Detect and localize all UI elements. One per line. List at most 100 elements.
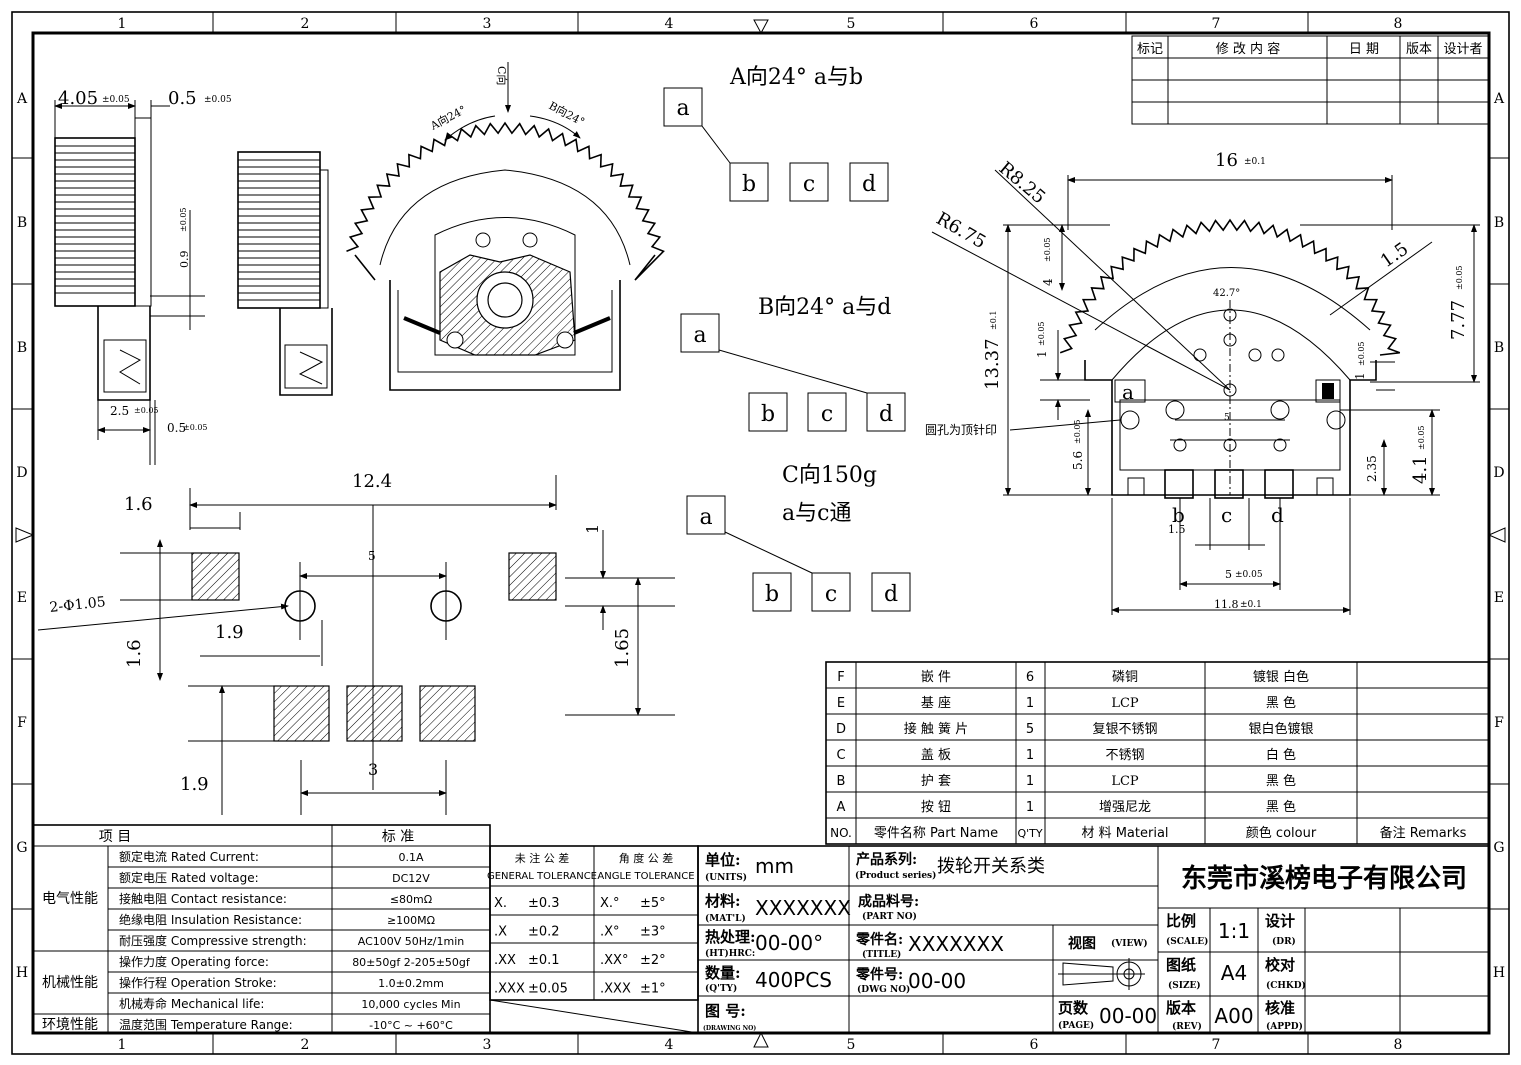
spec-item: 接触电阻 Contact resistance:	[119, 891, 287, 906]
page-en: (PAGE)	[1058, 1020, 1094, 1031]
frame-row-label: H	[16, 965, 28, 981]
switch-diagram-a: A向24° a与b a b c d	[663, 65, 889, 202]
units-value: mm	[755, 854, 794, 878]
dim-2-35: 2.35	[1365, 455, 1379, 482]
frame-col-label: 2	[301, 1037, 310, 1053]
spec-value: ≥100MΩ	[387, 914, 435, 927]
parts-color: 黑 色	[1266, 695, 1296, 711]
tol-angle-key: X.°	[600, 896, 620, 911]
frame-row-label: B	[1494, 215, 1504, 231]
spec-item: 操作行程 Operation Stroke:	[119, 975, 277, 990]
dim-1-65: 1.65	[612, 628, 633, 668]
series-cn: 产品系列:	[856, 851, 917, 868]
dim-r6-75: R6.75	[933, 208, 990, 253]
pin-d: d	[879, 402, 893, 427]
pin-a: a	[699, 505, 712, 530]
dim-1-tol: ±0.05	[1037, 321, 1046, 346]
material-value: XXXXXXX	[755, 896, 851, 920]
spec-item: 温度范围 Temperature Range:	[119, 1017, 293, 1032]
spec-value: -10°C ~ +60°C	[369, 1019, 453, 1032]
parts-name: 基 座	[921, 696, 951, 711]
checked-cn: 校对	[1265, 956, 1295, 974]
pin-b: b	[742, 172, 756, 197]
detail-pin-b: b	[1172, 503, 1185, 527]
parts-color: 镀银 白色	[1253, 669, 1309, 685]
dim-0-5b: 0.5	[167, 421, 186, 435]
parts-header-name: 零件名称 Part Name	[874, 825, 998, 841]
designer-cn: 设计	[1265, 912, 1295, 930]
switch-diagram-b: B向24° a与d a b c d	[680, 295, 906, 432]
material-cn: 材料:	[705, 892, 741, 910]
units-cn: 单位:	[705, 851, 741, 869]
material-en: (MAT'L)	[705, 913, 746, 924]
switch-b-title: B向24° a与d	[758, 295, 891, 320]
dim-1-6: 1.6	[124, 494, 153, 515]
dim-1-9: 1.9	[215, 622, 244, 643]
parts-material: 磷铜	[1112, 670, 1138, 685]
frame-row-label: B	[17, 340, 27, 356]
detail-pin-c: c	[1221, 503, 1232, 527]
dim-1-top: 1	[583, 524, 602, 534]
dim-4-1: 4.1	[1410, 455, 1431, 484]
parts-header-no: NO.	[830, 826, 852, 840]
parts-id: F	[837, 670, 844, 685]
tol-angle-value: ±1°	[640, 982, 666, 997]
frame-row-label: E	[1494, 590, 1504, 606]
drawing-no-en: (DRAWING NO)	[703, 1025, 756, 1032]
tol-angle-value: ±3°	[640, 925, 666, 940]
dim-5-tol: ±0.05	[1235, 570, 1263, 580]
parts-id: A	[837, 800, 846, 815]
tol-general-key: .XX	[494, 953, 516, 968]
frame-col-label: 8	[1394, 1037, 1403, 1053]
dim-11-8-tol: ±0.1	[1240, 600, 1262, 610]
parts-material: LCP	[1111, 696, 1139, 711]
tol-general-cn: 未 注 公 差	[515, 851, 570, 865]
switch-diagram-c: C向150g a与c通 a b c d	[686, 463, 911, 612]
dim-1: 1	[1035, 350, 1049, 358]
dim-0-9-tol: ±0.05	[179, 207, 188, 232]
dim-13-37-tol: ±0.1	[989, 311, 998, 330]
drawing-no-cn: 图 号:	[705, 1002, 746, 1020]
spec-value: DC12V	[392, 872, 430, 885]
pin-c: c	[825, 582, 837, 607]
tol-angle-key: .XXX	[600, 982, 631, 997]
frame-col-label: 6	[1030, 16, 1039, 32]
frame-row-label: A	[16, 91, 28, 107]
spec-header-item: 项 目	[99, 829, 131, 845]
heat-value: 00-00°	[755, 931, 823, 955]
approved-en: (APPD)	[1266, 1021, 1303, 1032]
qty-en: (Q'TY)	[705, 983, 737, 994]
page-value: 00-00	[1099, 1004, 1157, 1028]
dim-16-tol: ±0.1	[1244, 157, 1266, 167]
front-view: C向 A向24° B向24°	[346, 62, 665, 391]
frame-col-label: 1	[118, 1037, 127, 1053]
designer-en: (DR)	[1272, 936, 1296, 947]
dim-4-05-tol: ±0.05	[102, 95, 130, 105]
pin-a: a	[693, 323, 706, 348]
units-en: (UNITS)	[705, 872, 747, 883]
dim-1-5: 1.5	[1377, 238, 1413, 272]
dim-1b: 1	[1353, 372, 1367, 380]
spec-value: 1.0±0.2mm	[378, 977, 444, 990]
rev-header-date: 日 期	[1349, 42, 1379, 57]
parts-name: 按 钮	[921, 800, 951, 815]
parts-id: C	[836, 748, 845, 763]
dim-16: 16	[1215, 150, 1238, 171]
page-cn: 页数	[1058, 999, 1089, 1017]
pin-d: d	[862, 172, 876, 197]
rev-en: (REV)	[1172, 1021, 1202, 1032]
rev-cn: 版本	[1166, 999, 1196, 1017]
tol-general-value: ±0.1	[528, 953, 560, 968]
parts-material: LCP	[1111, 774, 1139, 789]
parts-header-qty: Q'TY	[1017, 827, 1042, 840]
dim-42-7: 42.7°	[1213, 288, 1240, 299]
parts-header-remark: 备注 Remarks	[1380, 825, 1467, 841]
rev-header-mark: 标记	[1137, 42, 1163, 57]
part-no-cn: 成品料号:	[858, 893, 919, 910]
